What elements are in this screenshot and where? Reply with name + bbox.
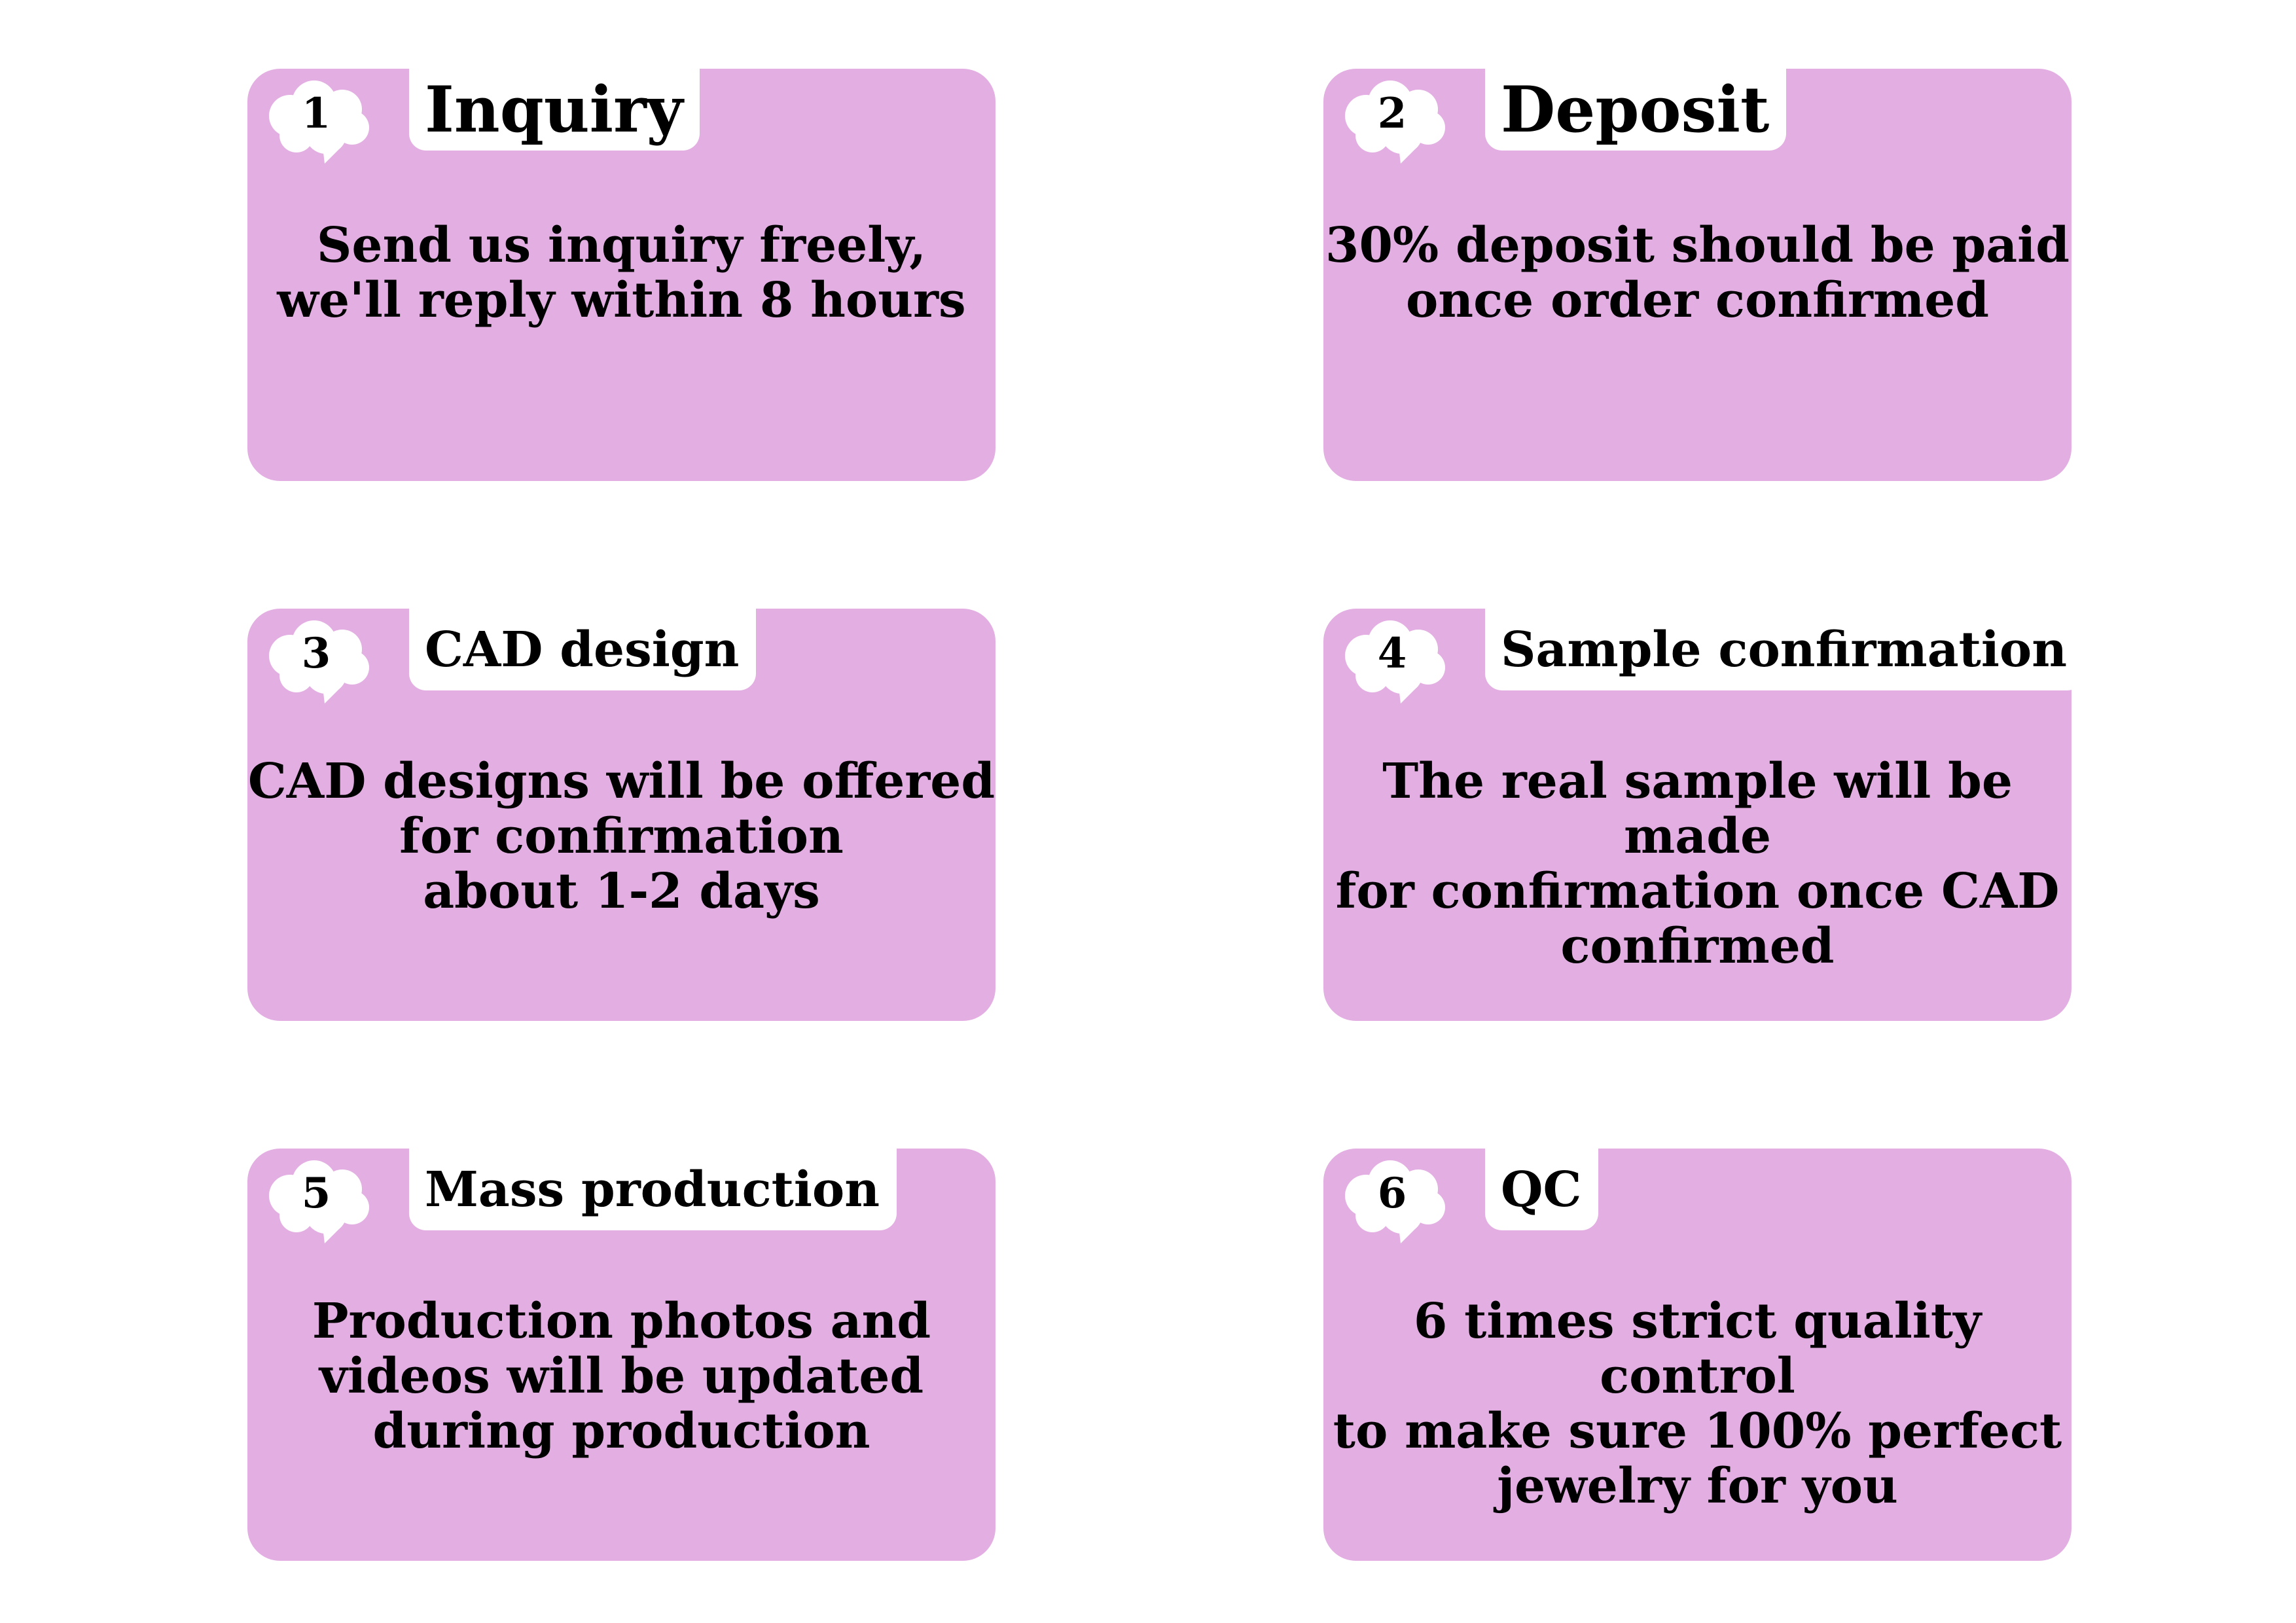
step-description: Send us inquiry freely, we'll reply with… bbox=[277, 217, 966, 329]
step-card-cad-design: 3 CAD design CAD designs will be offered… bbox=[247, 609, 996, 1021]
step-description: 30% deposit should be paid once order co… bbox=[1325, 217, 2070, 329]
step-description: CAD designs will be offered for confirma… bbox=[247, 753, 996, 919]
step-number: 4 bbox=[1377, 629, 1407, 678]
speech-cloud-icon: 3 bbox=[260, 615, 378, 704]
step-title: Mass production bbox=[409, 1149, 897, 1230]
step-card-qc: 6 QC 6 times strict quality control to m… bbox=[1323, 1149, 2072, 1561]
step-description: The real sample will be made for confirm… bbox=[1335, 753, 2060, 974]
speech-cloud-icon: 4 bbox=[1336, 615, 1454, 704]
step-card-inquiry: 1 Inquiry Send us inquiry freely, we'll … bbox=[247, 69, 996, 481]
step-title: Sample confirmation bbox=[1485, 609, 2085, 690]
speech-cloud-icon: 5 bbox=[260, 1155, 378, 1243]
step-title: QC bbox=[1485, 1149, 1599, 1230]
step-number: 6 bbox=[1377, 1169, 1407, 1218]
step-description: 6 times strict quality control to make s… bbox=[1333, 1293, 2062, 1514]
step-number: 3 bbox=[301, 629, 331, 678]
step-description: Production photos and videos will be upd… bbox=[312, 1293, 931, 1459]
step-title: Deposit bbox=[1485, 69, 1787, 151]
step-title: CAD design bbox=[409, 609, 757, 690]
step-number: 2 bbox=[1377, 89, 1407, 138]
step-number: 5 bbox=[301, 1169, 331, 1218]
step-card-mass-production: 5 Mass production Production photos and … bbox=[247, 1149, 996, 1561]
speech-cloud-icon: 6 bbox=[1336, 1155, 1454, 1243]
step-number: 1 bbox=[301, 89, 331, 138]
step-card-deposit: 2 Deposit 30% deposit should be paid onc… bbox=[1323, 69, 2072, 481]
step-card-sample-confirmation: 4 Sample confirmation The real sample wi… bbox=[1323, 609, 2085, 1021]
speech-cloud-icon: 2 bbox=[1336, 75, 1454, 164]
step-title: Inquiry bbox=[409, 69, 700, 151]
speech-cloud-icon: 1 bbox=[260, 75, 378, 164]
